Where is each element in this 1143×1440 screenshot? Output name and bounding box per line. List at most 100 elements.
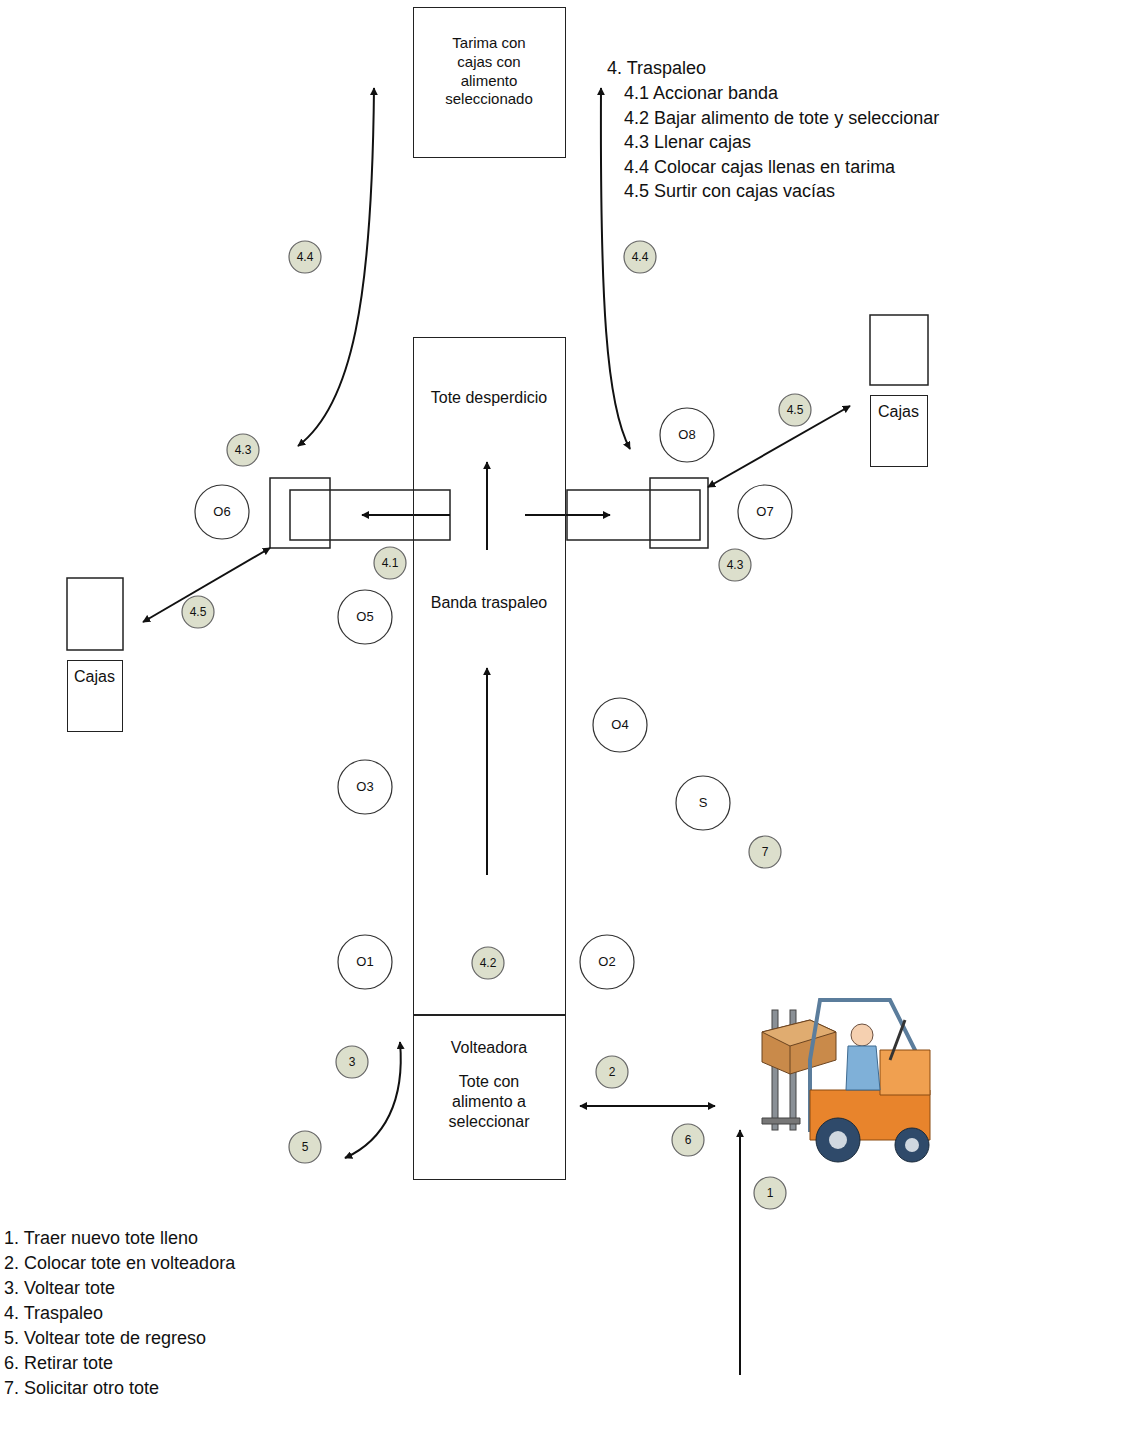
callout-text: 7	[762, 845, 769, 860]
circle-shape	[289, 1131, 321, 1163]
process-step: 1. Traer nuevo tote lleno	[4, 1228, 198, 1250]
callout-number: 4.2	[471, 946, 505, 980]
operator-circle: O6	[194, 484, 250, 540]
legend-step: 4.3 Llenar cajas	[624, 132, 751, 154]
callout-text: 4.4	[297, 250, 314, 265]
circle-shape	[676, 776, 730, 830]
flow-arrow	[486, 668, 488, 875]
operator-label: O5	[356, 609, 373, 625]
circle-shape	[182, 596, 214, 628]
move-arrow	[580, 1105, 715, 1107]
move-arrow	[739, 1130, 741, 1375]
operator-circle: S	[675, 775, 731, 831]
callout-text: 4.3	[727, 558, 744, 573]
circle-shape	[338, 935, 392, 989]
legend-step: 4. Traspaleo	[607, 58, 706, 80]
conveyor-band: Tote desperdicioBanda traspaleo 4.2	[413, 337, 566, 1015]
callout-text: 4.5	[190, 605, 207, 620]
callout-text: 1	[767, 1186, 774, 1201]
circle-shape	[472, 947, 504, 979]
process-step: 6. Retirar tote	[4, 1353, 113, 1375]
operator-circle: O4	[592, 697, 648, 753]
callout-number: 4.5	[181, 595, 215, 629]
tipper-box: VolteadoraTote con alimento a selecciona…	[413, 1015, 566, 1180]
process-step: 3. Voltear tote	[4, 1278, 115, 1300]
circle-shape	[754, 1177, 786, 1209]
turn-arrow	[345, 1042, 401, 1158]
process-step: 5. Voltear tote de regreso	[4, 1328, 206, 1350]
callout-number: 5	[288, 1130, 322, 1164]
operator-label: O7	[756, 504, 773, 520]
flow-arrow	[486, 462, 488, 550]
circle-shape	[624, 241, 656, 273]
circle-shape	[779, 394, 811, 426]
operator-label: O1	[356, 954, 373, 970]
boxes-stack: Cajas	[67, 660, 123, 732]
callout-text: 4.2	[480, 956, 497, 971]
process-step: 7. Solicitar otro tote	[4, 1378, 159, 1400]
box-text: Banda traspaleo	[429, 593, 549, 613]
empty-box	[67, 578, 123, 650]
circle-shape	[672, 1124, 704, 1156]
callout-text: 4.5	[787, 403, 804, 418]
operator-circle: O8	[659, 407, 715, 463]
circle-shape	[227, 434, 259, 466]
empty-box	[870, 315, 928, 385]
process-step: 2. Colocar tote en volteadora	[4, 1253, 235, 1275]
legend-step: 4.4 Colocar cajas llenas en tarima	[624, 157, 895, 179]
callout-number: 4.5	[778, 393, 812, 427]
callout-number: 4.1	[373, 546, 407, 580]
operator-label: O2	[598, 954, 615, 970]
boxes-stack: Cajas	[870, 395, 928, 467]
callout-number: 4.4	[623, 240, 657, 274]
circle-shape	[593, 698, 647, 752]
operator-label: O4	[611, 717, 628, 733]
callout-number: 7	[748, 835, 782, 869]
callout-text: 3	[349, 1055, 356, 1070]
move-arrow	[708, 406, 850, 487]
operator-circle: O1	[337, 934, 393, 990]
box-station	[650, 478, 708, 548]
operator-label: O3	[356, 779, 373, 795]
operator-circle: O3	[337, 759, 393, 815]
callout-text: 4.1	[382, 556, 399, 571]
operator-label: S	[699, 795, 708, 811]
box-text: Cajas	[68, 667, 122, 687]
callout-number: 4.3	[226, 433, 260, 467]
circle-shape	[580, 935, 634, 989]
legend-step: 4.2 Bajar alimento de tote y seleccionar	[624, 108, 939, 130]
legend-step: 4.1 Accionar banda	[624, 83, 778, 105]
callout-number: 1	[753, 1176, 787, 1210]
box-station	[270, 478, 330, 548]
box-text: Tote con alimento a seleccionar	[430, 1072, 548, 1132]
circle-shape	[749, 836, 781, 868]
box-text: Cajas	[871, 402, 927, 422]
box-text: Volteadora	[419, 1038, 559, 1058]
operator-circle: O2	[579, 934, 635, 990]
forklift-illustration	[762, 1000, 930, 1162]
circle-shape	[289, 241, 321, 273]
callout-text: 6	[685, 1133, 692, 1148]
circle-shape	[738, 485, 792, 539]
circle-shape	[195, 485, 249, 539]
circle-shape	[338, 590, 392, 644]
callout-number: 4.3	[718, 548, 752, 582]
callout-number: 6	[671, 1123, 705, 1157]
box-text: Tote desperdicio	[429, 388, 549, 408]
callout-number: 4.4	[288, 240, 322, 274]
callout-number: 3	[335, 1045, 369, 1079]
operator-label: O6	[213, 504, 230, 520]
operator-circle: O5	[337, 589, 393, 645]
circle-shape	[596, 1056, 628, 1088]
process-step: 4. Traspaleo	[4, 1303, 103, 1325]
callout-text: 4.3	[235, 443, 252, 458]
side-conveyor	[290, 490, 450, 540]
pallet-box: Tarima con cajas con alimento selecciona…	[413, 7, 566, 158]
circle-shape	[338, 760, 392, 814]
operator-label: O8	[678, 427, 695, 443]
circle-shape	[719, 549, 751, 581]
callout-text: 4.4	[632, 250, 649, 265]
callout-text: 2	[609, 1065, 616, 1080]
callout-text: 5	[302, 1140, 309, 1155]
